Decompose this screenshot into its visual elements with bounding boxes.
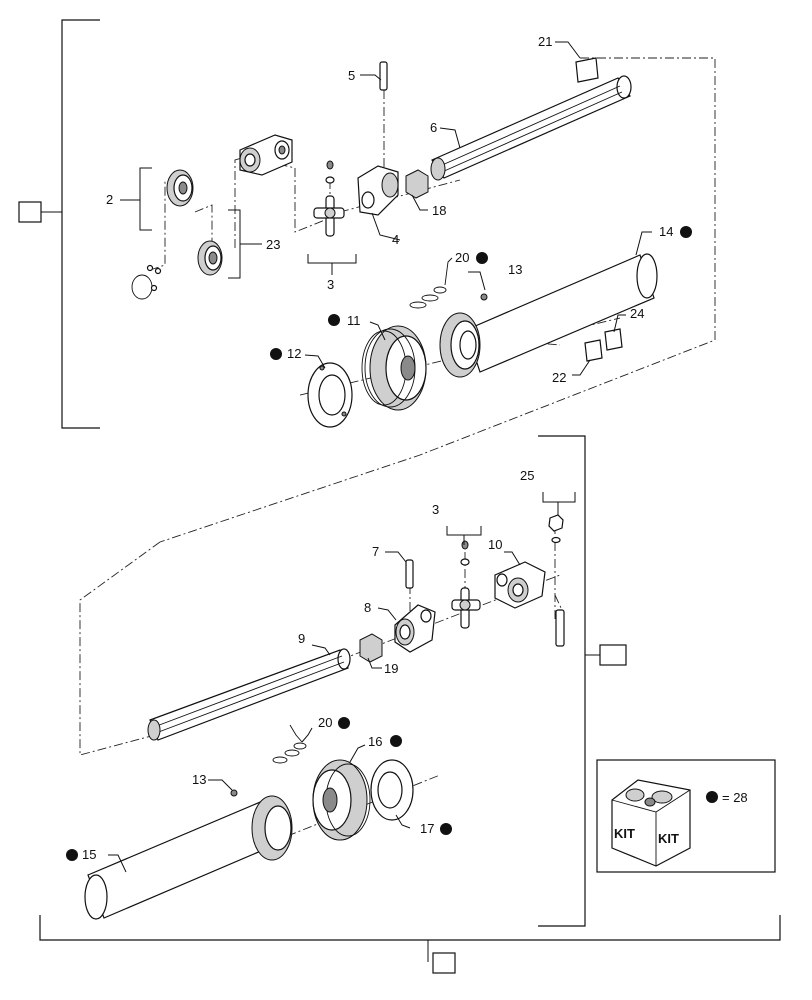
yoke-part-8 [394, 604, 436, 653]
callout-11: 11 [347, 313, 361, 328]
collar-part-2 [166, 169, 194, 207]
grease-fitting-13-upper [480, 293, 488, 301]
callout-23: 23 [266, 237, 280, 252]
box-callout-27 [599, 644, 627, 666]
inner-tube-part-9 [147, 648, 351, 741]
callout-21: 21 [538, 34, 552, 49]
yoke-upper [239, 134, 293, 176]
roll-pin-part-7 [405, 559, 414, 589]
chain-upper [409, 257, 453, 309]
cross-kit-upper [313, 160, 345, 237]
callout-10: 10 [488, 537, 502, 552]
callout-25: 25 [520, 468, 534, 483]
outer-tube-part-14 [465, 253, 658, 373]
cross-kit-lower [451, 540, 481, 629]
bracket-assembly-1 [39, 915, 781, 941]
plate-part-12 [307, 362, 353, 428]
callout-17: 17 [420, 821, 434, 836]
callout-20-lower: 20 [318, 715, 332, 730]
collar-part-23 [197, 240, 223, 276]
chain-lower [272, 724, 307, 764]
yoke-part-10 [494, 561, 546, 609]
inner-tube-part-6 [430, 75, 632, 181]
kit-label-right: KIT [658, 831, 679, 846]
callout-9: 9 [298, 631, 305, 646]
box-callout-1 [432, 952, 456, 974]
callout-18: 18 [432, 203, 446, 218]
kit-legend-text: = 28 [722, 790, 748, 805]
callout-7: 7 [372, 544, 379, 559]
grease-fitting-13-lower [230, 789, 238, 797]
callout-2: 2 [106, 192, 113, 207]
outer-tube-part-15 [84, 799, 283, 920]
callout-3-lower: 3 [432, 502, 439, 517]
o-ring-and-balls [131, 264, 162, 300]
kit-legend-dot [706, 791, 718, 803]
nut-part-18 [405, 169, 429, 199]
callout-19: 19 [384, 661, 398, 676]
bracket-assembly-27 [538, 435, 586, 927]
kit-box-icon [611, 779, 691, 867]
decal-part-24 [604, 328, 623, 351]
shield-cone-lower [251, 795, 293, 861]
callout-3-upper: 3 [327, 277, 334, 292]
callout-14: 14 [659, 224, 673, 239]
kit-legend: KIT KIT = 28 [596, 759, 776, 873]
callout-13-lower: 13 [192, 772, 206, 787]
callout-6: 6 [430, 120, 437, 135]
leader-lines [108, 41, 652, 873]
callout-13-upper: 13 [508, 262, 522, 277]
roll-pin-part-5 [379, 61, 388, 91]
bearing-ring-part-16 [312, 759, 371, 841]
callout-12: 12 [287, 346, 301, 361]
decal-part-21 [575, 57, 599, 83]
shield-cone-upper [439, 312, 481, 378]
kit-label-left: KIT [614, 826, 635, 841]
kit-marker-dots [66, 226, 692, 861]
callout-4: 4 [392, 232, 399, 247]
box-callout-26 [18, 201, 42, 223]
bolt-kit-25 [548, 514, 565, 647]
callout-16: 16 [368, 734, 382, 749]
nut-part-19 [359, 633, 383, 663]
bearing-ring-part-11 [361, 325, 427, 411]
callout-5: 5 [348, 68, 355, 83]
callout-20-upper: 20 [455, 250, 469, 265]
plate-part-17 [370, 759, 414, 821]
bracket-assembly-26 [61, 19, 100, 429]
callout-24: 24 [630, 306, 644, 321]
yoke-part-4 [357, 165, 399, 216]
callout-22: 22 [552, 370, 566, 385]
callout-15: 15 [82, 847, 96, 862]
decal-part-22 [584, 339, 603, 362]
callout-8: 8 [364, 600, 371, 615]
